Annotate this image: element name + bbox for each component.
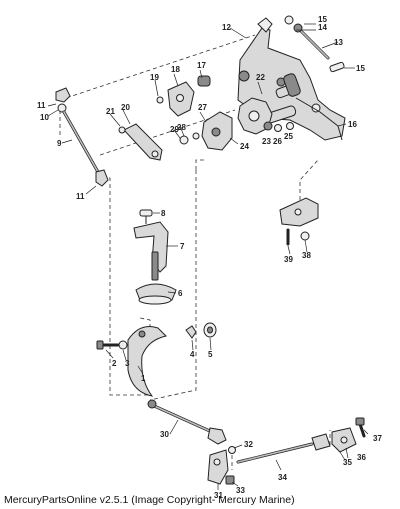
part-number-32: 32 [244,440,253,449]
lower-linkage [147,399,366,485]
part-number-21: 21 [106,107,115,116]
part-number-8: 8 [161,209,166,218]
part-number-33: 33 [236,486,245,495]
part-number-13: 13 [334,38,343,47]
part-number-27: 27 [198,103,207,112]
right-bracket-assembly [279,197,319,246]
throttle-lever-assembly [96,322,217,397]
part-number-38: 38 [302,251,311,260]
middle-assembly [133,209,177,305]
part-number-14: 14 [318,23,327,32]
part-number-7: 7 [180,242,185,251]
part-number-11: 11 [37,101,46,110]
part-number-24: 24 [240,142,249,151]
part-number-15: 15 [318,15,327,24]
part-number-30: 30 [160,430,169,439]
part-number-39: 39 [284,255,293,264]
part-number-18: 18 [171,65,180,74]
part-number-29: 29 [170,125,179,134]
part-number-5: 5 [208,350,213,359]
left-linkage [55,87,163,187]
part-number-19: 19 [150,73,159,82]
part-number-20: 20 [121,103,130,112]
part-number-3: 3 [125,359,130,368]
part-number-4: 4 [190,350,195,359]
part-number-26: 26 [273,137,282,146]
part-number-12: 12 [222,23,231,32]
part-number-16: 16 [348,120,357,129]
part-number-11: 11 [76,192,85,201]
part-number-10: 10 [40,113,49,122]
part-number-35: 35 [343,458,352,467]
upper-throttle-assembly [156,15,346,151]
part-number-34: 34 [278,473,287,482]
part-number-6: 6 [178,289,183,298]
part-number-31: 31 [214,491,223,500]
leader-lines [47,23,369,490]
part-number-15: 15 [356,64,365,73]
part-number-2: 2 [112,359,117,368]
part-number-25: 25 [284,132,293,141]
part-number-36: 36 [357,453,366,462]
part-number-37: 37 [373,434,382,443]
part-number-22: 22 [256,73,265,82]
part-number-9: 9 [57,139,62,148]
part-number-28: 28 [177,123,186,132]
part-number-23: 23 [262,137,271,146]
part-number-17: 17 [197,61,206,70]
part-number-1: 1 [141,374,146,383]
image-copyright-caption: MercuryPartsOnline v2.5.1 (Image Copyrig… [4,494,295,506]
